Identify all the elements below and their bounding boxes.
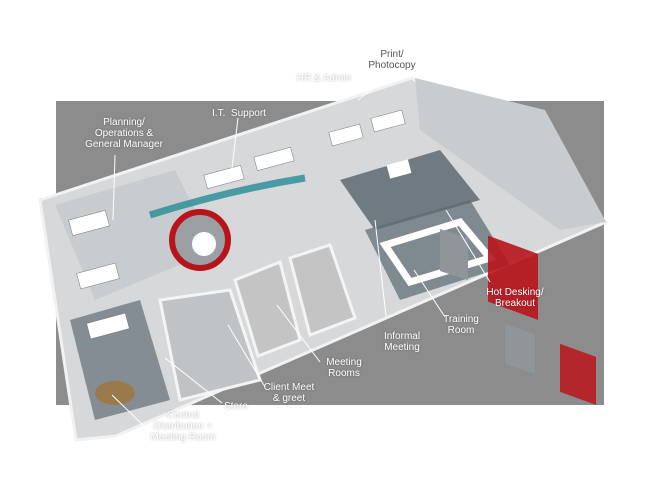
label-hr-admin: HR & Admin [296, 73, 352, 84]
store-block [158, 288, 262, 402]
stair-block [440, 228, 468, 281]
label-training-room: Training Room [443, 314, 479, 336]
label-hot-desking: Hot Desking/ Breakout [486, 287, 544, 309]
label-print-photocopy: Print/ Photocopy [368, 49, 416, 71]
label-store: Store [224, 401, 248, 412]
leader-lines [111, 75, 491, 433]
stair-block-2 [505, 324, 535, 374]
label-central-distribution: Central Distribution + Meeting Room [150, 410, 216, 443]
label-informal-meeting: Informal Meeting [383, 331, 421, 353]
right-wing-floor [415, 78, 606, 230]
right-red-wall [560, 343, 596, 405]
desk-cluster-it [203, 109, 406, 189]
hotdesk-table [386, 159, 412, 179]
label-client-meet: Client Meet & greet [263, 382, 315, 404]
label-meeting-rooms: Meeting Rooms [326, 357, 362, 379]
teal-curved-wall [148, 174, 306, 219]
print-red-wall [488, 235, 538, 320]
label-planning: Planning/ Operations & General Manager [85, 117, 163, 150]
central-meeting-table [95, 381, 135, 405]
meeting-room-blocks [233, 243, 357, 358]
reception-table [192, 232, 216, 256]
planning-carpet [55, 170, 215, 300]
label-it-support: I.T. Support [212, 108, 266, 119]
desk-cluster-planning [68, 210, 130, 340]
hotdesk-carpet [340, 150, 480, 230]
